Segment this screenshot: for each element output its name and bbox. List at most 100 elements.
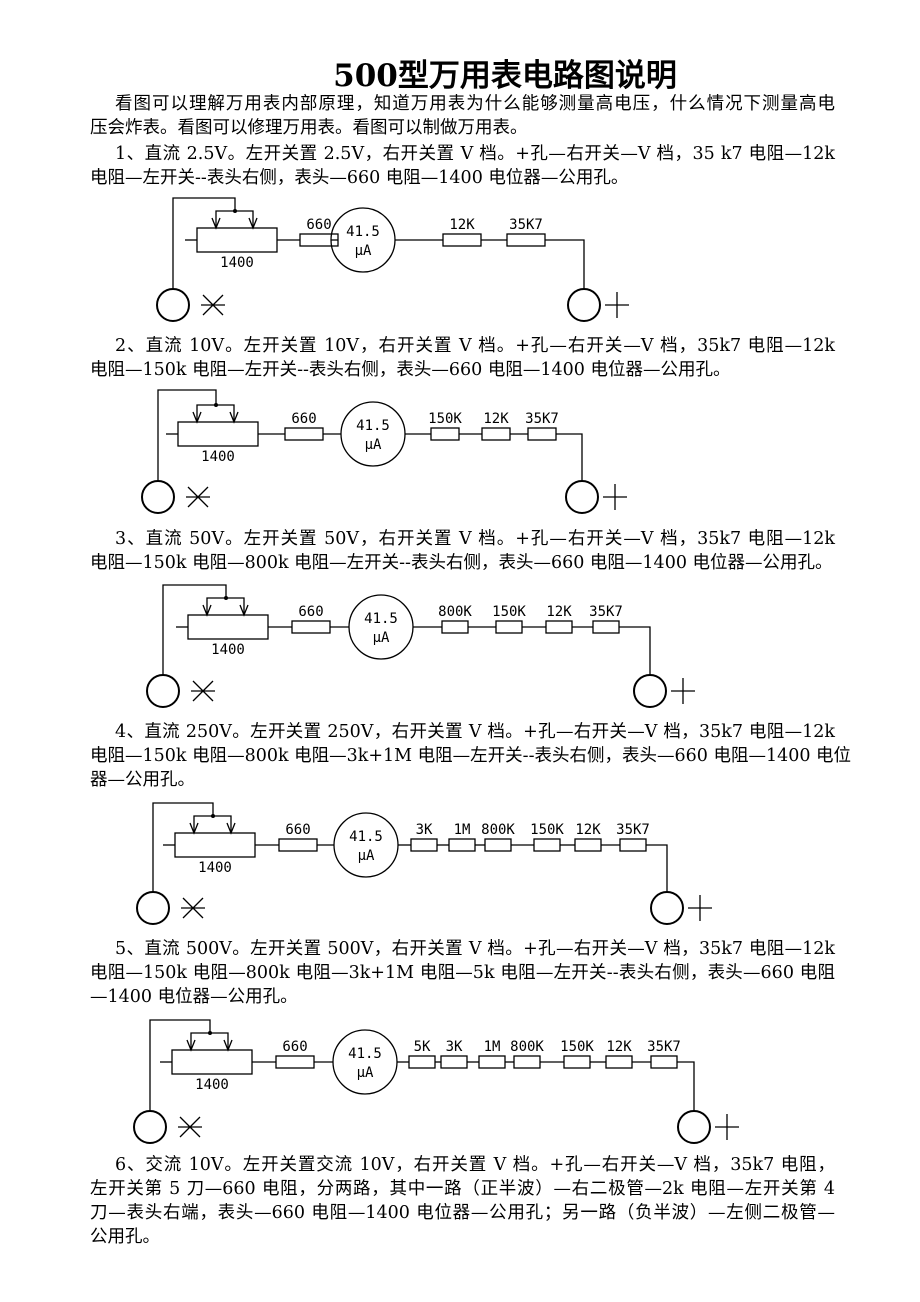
meter-value: 41.5 [346, 224, 380, 240]
meter-value: 41.5 [364, 611, 398, 627]
paragraph-line: 3、直流 50V。左开关置 50V，右开关置 V 档。+孔—右开关—V 档，35… [115, 529, 835, 549]
potentiometer-label: 1400 [195, 1077, 229, 1093]
paragraph-line: 电阻—150k 电阻—800k 电阻—左开关--表头右侧，表头—660 电阻—1… [90, 553, 833, 573]
potentiometer [171, 1049, 253, 1075]
wiper-wire [193, 815, 232, 833]
wire [677, 1061, 695, 1111]
resistor-label: 150K [428, 411, 462, 427]
resistor [478, 1055, 506, 1069]
resistor-label: 12K [483, 411, 509, 427]
wire [646, 844, 668, 892]
wire [619, 626, 651, 675]
resistor-label: 5K [414, 1039, 431, 1055]
paragraph-line: 4、直流 250V。左开关置 250V，右开关置 V 档。+孔—右开关—V 档，… [115, 722, 835, 742]
potentiometer-label: 1400 [211, 642, 245, 658]
paragraph-line: 器—公用孔。 [90, 770, 195, 790]
wire [152, 802, 214, 892]
wiper-wire [190, 1032, 229, 1050]
resistor-label: 1M [454, 822, 471, 838]
plus-icon [688, 895, 712, 921]
paragraph-line: 压会炸表。看图可以修理万用表。看图可以制做万用表。 [90, 118, 528, 138]
common-terminal [156, 288, 190, 322]
common-terminal [136, 891, 170, 925]
wiper-wire [206, 597, 245, 615]
common-terminal [146, 674, 180, 708]
wire [556, 433, 583, 481]
paragraph-line: —1400 电位器—公用孔。 [90, 987, 298, 1007]
wire [162, 584, 227, 675]
common-terminal [141, 480, 175, 514]
plus-terminal [567, 288, 601, 322]
resistor-label: 12K [449, 217, 475, 233]
potentiometer-label: 1400 [198, 860, 232, 876]
resistor-660 [275, 1055, 315, 1069]
resistor-label: 150K [530, 822, 564, 838]
wire [172, 197, 236, 289]
meter-unit: μA [358, 848, 375, 864]
plus-terminal [677, 1110, 711, 1144]
paragraph-line: 6、交流 10V。左开关置交流 10V，右开关置 V 档。+孔—右开关—V 档，… [115, 1155, 835, 1175]
wire [149, 1019, 211, 1111]
asterisk-icon [181, 897, 205, 919]
plus-icon [671, 678, 695, 704]
resistor-label: 12K [575, 822, 601, 838]
wiper-wire [215, 210, 254, 228]
common-terminal [133, 1110, 167, 1144]
plus-terminal [650, 891, 684, 925]
resistor-label: 660 [291, 411, 316, 427]
resistor-label: 35K7 [525, 411, 559, 427]
paragraph-line: 2、直流 10V。左开关置 10V，右开关置 V 档。+孔—右开关—V 档，35… [115, 336, 835, 356]
resistor-label: 1M [484, 1039, 501, 1055]
resistor [440, 1055, 468, 1069]
resistor-label: 3K [416, 822, 433, 838]
resistor-label: 150K [560, 1039, 594, 1055]
asterisk-icon [191, 680, 215, 702]
resistor-label: 660 [306, 217, 331, 233]
resistor [563, 1055, 591, 1069]
asterisk-icon [186, 486, 210, 508]
meter-value: 41.5 [348, 1046, 382, 1062]
plus-icon [605, 292, 629, 318]
resistor [513, 1055, 541, 1069]
resistor [408, 1055, 436, 1069]
paragraph-line: 看图可以理解万用表内部原理，知道万用表为什么能够测量高电压，什么情况下测量高电 [115, 94, 835, 114]
wire [157, 389, 217, 481]
meter-unit: μA [373, 630, 390, 646]
resistor-label: 35K7 [509, 217, 543, 233]
paragraph-line: 1、直流 2.5V。左开关置 2.5V，右开关置 V 档。+孔—右开关—V 档，… [115, 144, 835, 164]
resistor [650, 1055, 678, 1069]
resistor-label: 35K7 [616, 822, 650, 838]
resistor-label: 800K [481, 822, 515, 838]
resistor-label: 800K [438, 604, 472, 620]
potentiometer-label: 1400 [201, 449, 235, 465]
asterisk-icon [178, 1116, 202, 1138]
resistor-label: 35K7 [589, 604, 623, 620]
paragraph-line: 公用孔。 [90, 1227, 160, 1247]
resistor-label: 660 [282, 1039, 307, 1055]
meter-head [332, 1029, 398, 1095]
paragraph-line: 电阻—150k 电阻—800k 电阻—3k+1M 电阻—左开关--表头右侧，表头… [90, 746, 852, 766]
paragraph-line: 5、直流 500V。左开关置 500V，右开关置 V 档。+孔—右开关—V 档，… [115, 939, 835, 959]
page-title: 500型万用表电路图说明 [333, 58, 677, 94]
resistor-label: 150K [492, 604, 526, 620]
paragraph-line: 刀—表头右端，表头—660 电阻—1400 电位器—公用孔；另一路（负半波）—左… [90, 1203, 835, 1223]
resistor-label: 12K [606, 1039, 632, 1055]
resistor-label: 12K [546, 604, 572, 620]
resistor [605, 1055, 633, 1069]
resistor-label: 660 [285, 822, 310, 838]
resistor-label: 800K [510, 1039, 544, 1055]
plus-icon [603, 484, 627, 510]
meter-unit: μA [355, 243, 372, 259]
resistor-label: 35K7 [647, 1039, 681, 1055]
paragraph-line: 电阻—左开关--表头右侧，表头—660 电阻—1400 电位器—公用孔。 [90, 168, 629, 188]
meter-unit: μA [365, 437, 382, 453]
paragraph-line: 电阻—150k 电阻—左开关--表头右侧，表头—660 电阻—1400 电位器—… [90, 360, 731, 380]
resistor-label: 660 [298, 604, 323, 620]
plus-terminal [565, 480, 599, 514]
wire [545, 239, 585, 289]
